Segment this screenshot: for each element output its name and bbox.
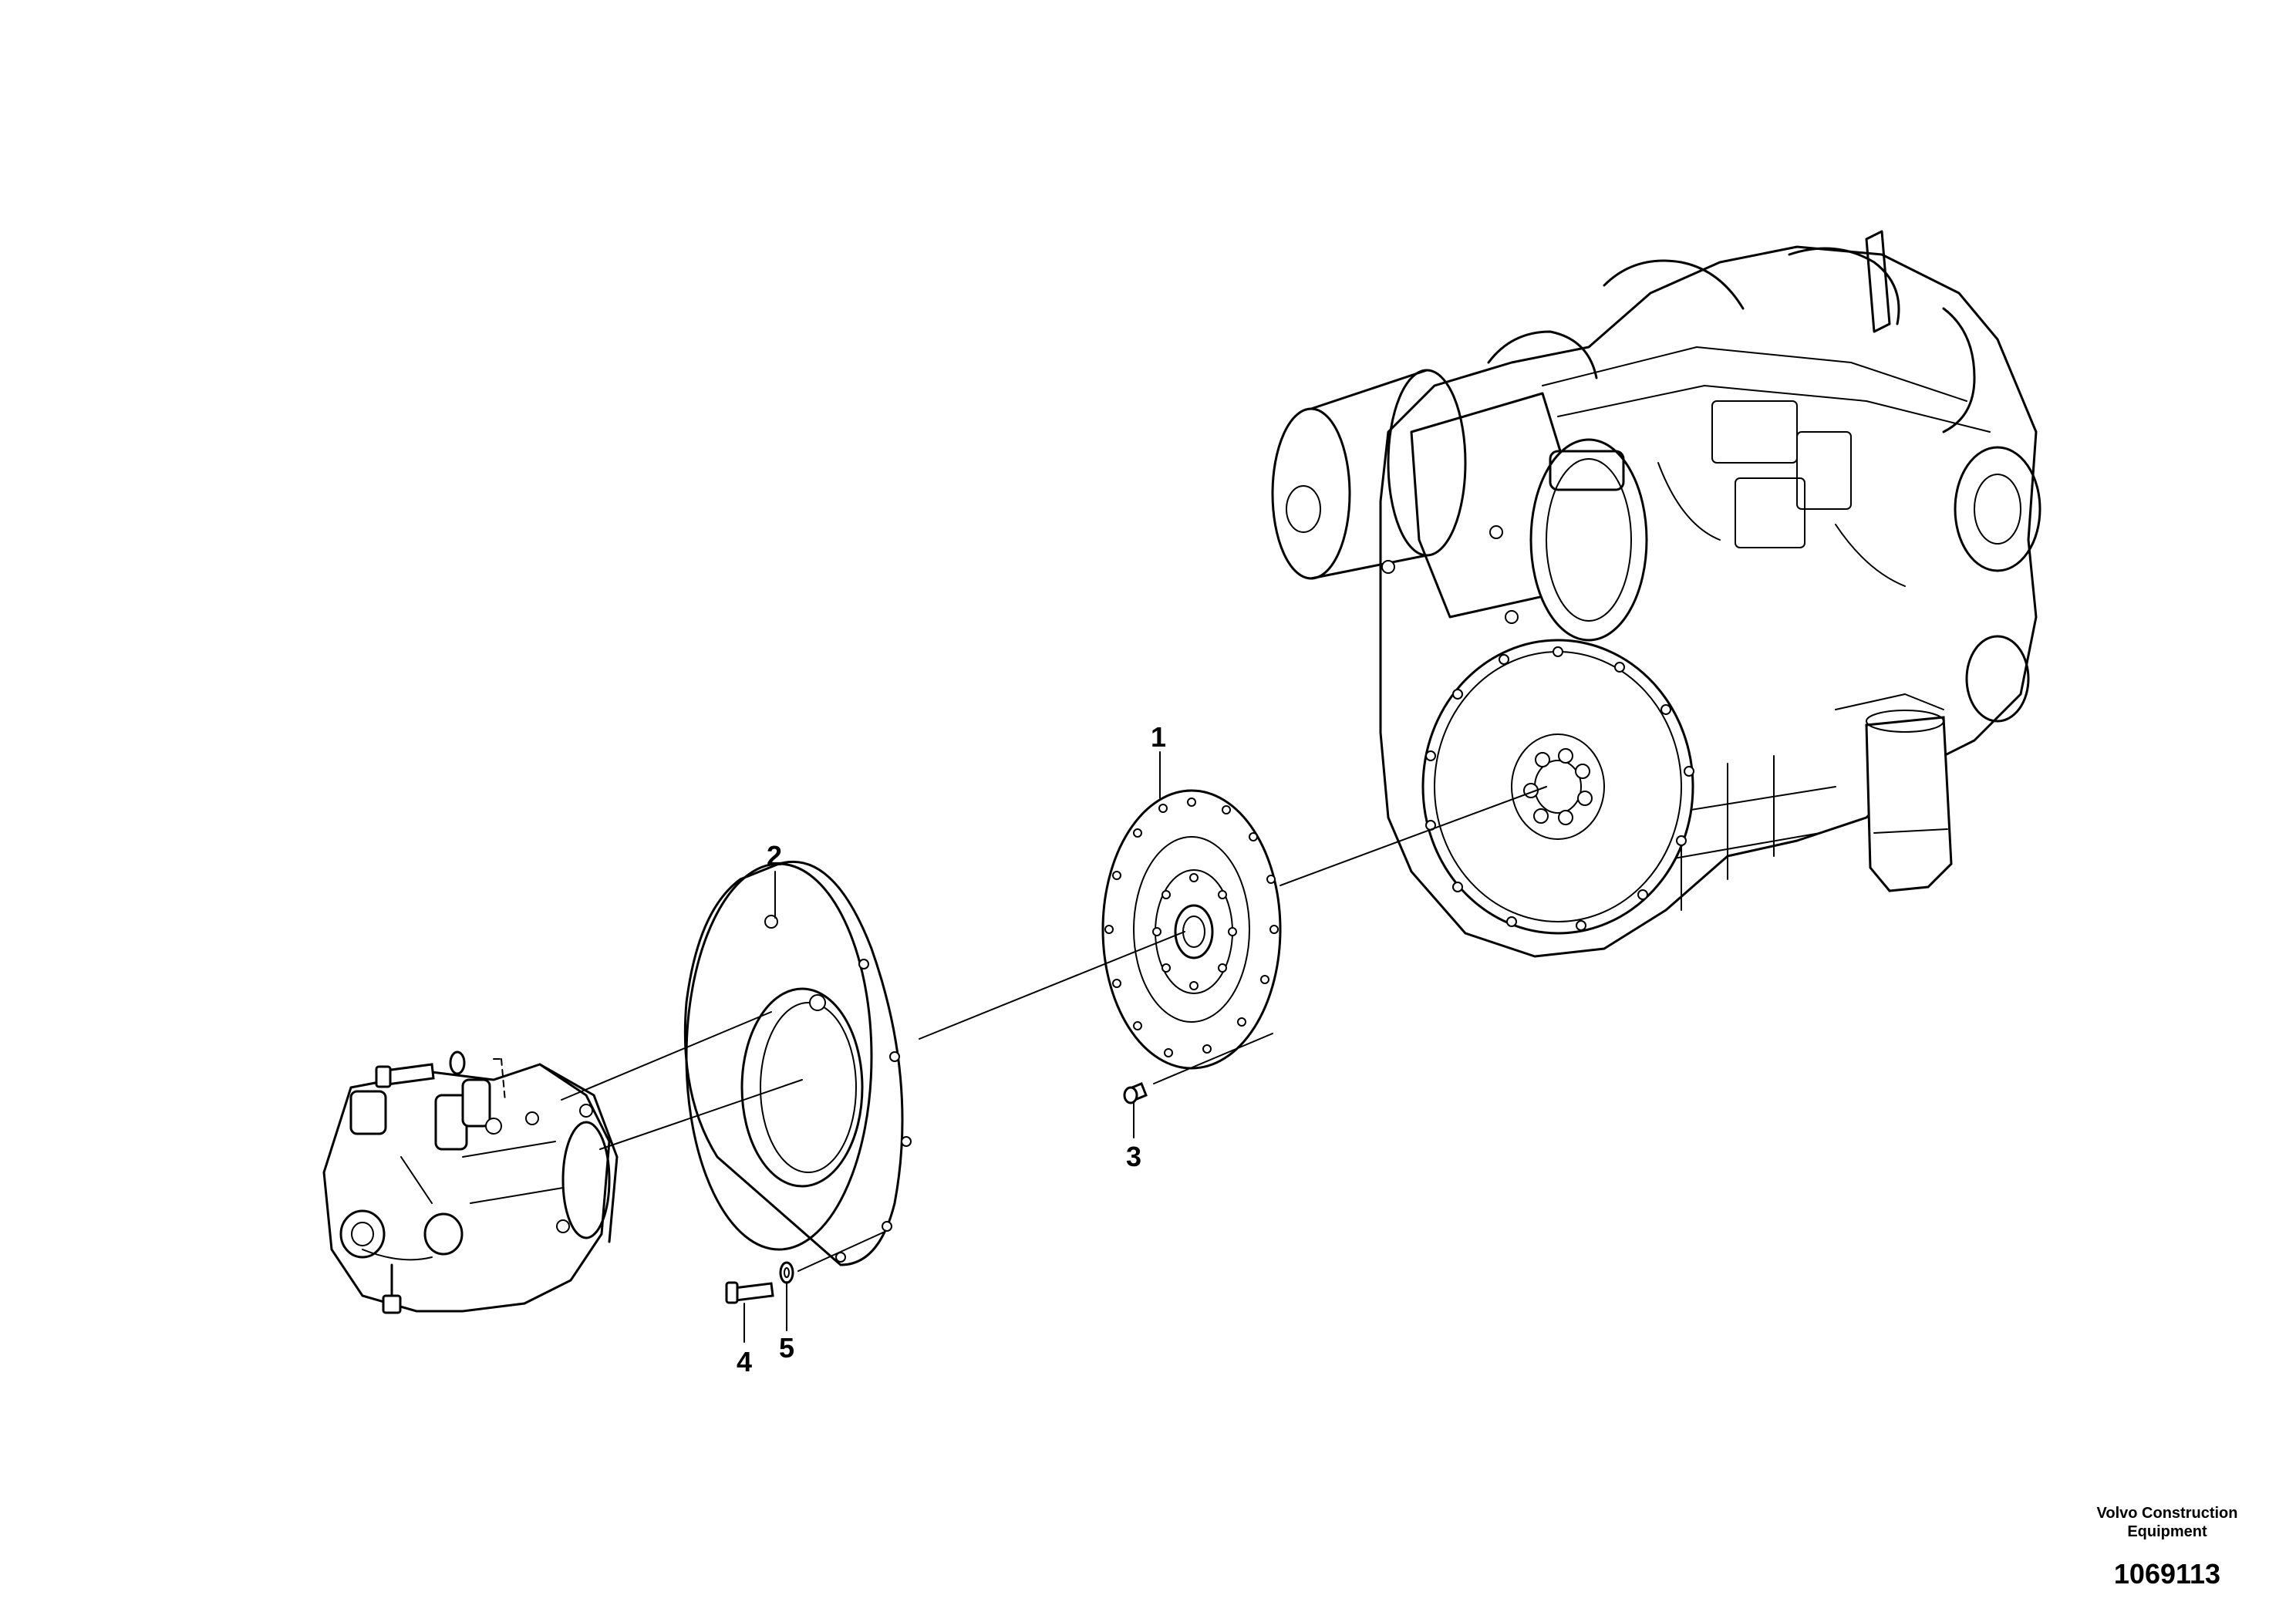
assembly-lines — [561, 786, 1547, 1272]
part-3-bolt — [1123, 1082, 1148, 1104]
engine-assembly — [1271, 230, 2041, 958]
disc-perimeter-holes — [1104, 798, 1279, 1057]
plate-holes — [764, 915, 912, 1263]
callout-1: 1 — [1151, 721, 1166, 753]
part-5-washer — [779, 1261, 794, 1284]
callout-2: 2 — [767, 840, 782, 872]
part-1-flexible-coupling-disc — [1101, 789, 1282, 1070]
callout-5: 5 — [779, 1332, 794, 1364]
flywheel-bolt-circle — [1523, 748, 1593, 825]
callout-4: 4 — [737, 1346, 752, 1378]
publisher-footer: Volvo Construction Equipment 1069113 — [2052, 1504, 2283, 1590]
callout-3: 3 — [1126, 1141, 1141, 1172]
callout-leaders — [743, 751, 1161, 1343]
brand-line-2: Equipment — [2127, 1523, 2207, 1540]
part-2-adapter-plate — [683, 860, 912, 1266]
housing-perimeter-holes — [1425, 646, 1694, 931]
document-number: 1069113 — [2113, 1558, 2221, 1590]
brand-line-1: Volvo Construction — [2096, 1505, 2238, 1522]
disc-hub-holes — [1152, 873, 1237, 990]
part-4-bolt — [725, 1281, 774, 1304]
hydraulic-pump — [322, 1050, 619, 1314]
